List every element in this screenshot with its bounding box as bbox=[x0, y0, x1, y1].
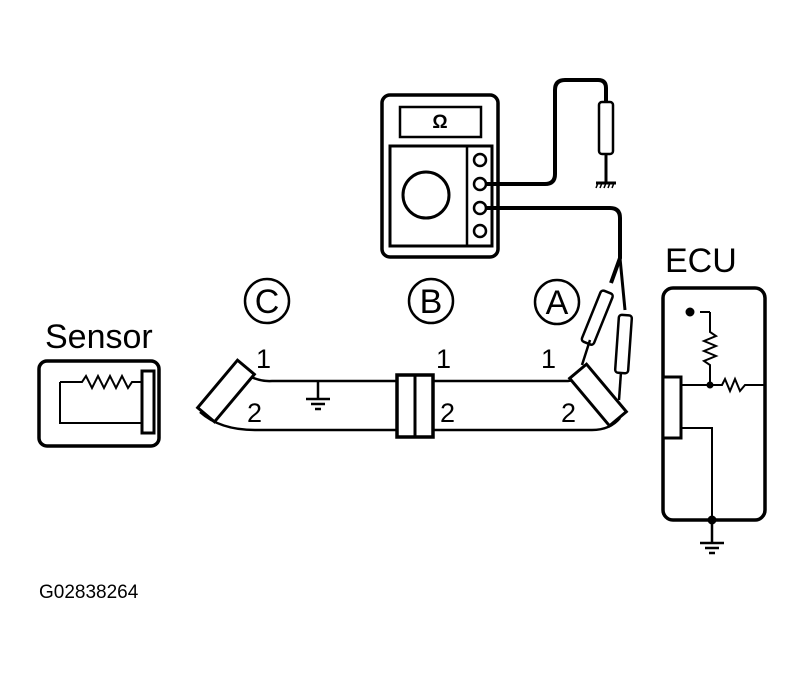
ohmmeter-body bbox=[380, 93, 500, 259]
connector-c-label: C bbox=[255, 283, 280, 321]
connector-c bbox=[195, 358, 257, 424]
ecu-ground-symbol bbox=[700, 520, 724, 555]
pin-c-2: 2 bbox=[247, 398, 262, 428]
pin-b-2: 2 bbox=[440, 398, 455, 428]
pin-b-1: 1 bbox=[436, 344, 451, 374]
ohmmeter-panel bbox=[388, 144, 494, 248]
connector-b bbox=[395, 373, 435, 439]
ground-lead bbox=[486, 78, 616, 189]
ecu-connector bbox=[661, 375, 683, 440]
connector-b-label: B bbox=[420, 283, 443, 321]
figure-code: G02838264 bbox=[39, 582, 139, 603]
ground-symbol bbox=[306, 381, 330, 411]
pin-a-1: 1 bbox=[541, 344, 556, 374]
connector-a-badge bbox=[533, 278, 581, 326]
sensor bbox=[37, 359, 161, 448]
ohm-symbol: Ω bbox=[432, 112, 447, 133]
connector-a-label: A bbox=[546, 284, 569, 322]
ohmmeter-dial bbox=[401, 170, 451, 220]
test-lead bbox=[486, 206, 634, 401]
connector-c-badge bbox=[243, 277, 291, 325]
ohmmeter-display bbox=[398, 105, 483, 139]
pin-a-2: 2 bbox=[561, 398, 576, 428]
ecu-label: ECU bbox=[665, 242, 737, 280]
ecu bbox=[661, 286, 767, 555]
test-probe-2 bbox=[613, 313, 634, 375]
pin-c-1: 1 bbox=[256, 344, 271, 374]
ecu-input-resistor bbox=[710, 376, 765, 394]
ground-probe bbox=[597, 100, 615, 156]
connector-b-badge bbox=[407, 277, 455, 325]
test-probe-1 bbox=[580, 289, 614, 346]
connector-a bbox=[567, 362, 629, 428]
ohmmeter-jack-4 bbox=[472, 223, 488, 239]
sensor-connector bbox=[140, 369, 156, 435]
sensor-resistor bbox=[59, 373, 142, 424]
ohmmeter-jack-1 bbox=[472, 152, 488, 168]
sensor-body bbox=[37, 359, 161, 448]
ohmmeter bbox=[380, 93, 500, 259]
ohmmeter-jack-2 bbox=[472, 176, 488, 192]
ecu-pullup-resistor bbox=[701, 312, 719, 385]
ohmmeter-jack-3 bbox=[472, 200, 488, 216]
sensor-label: Sensor bbox=[45, 318, 153, 356]
